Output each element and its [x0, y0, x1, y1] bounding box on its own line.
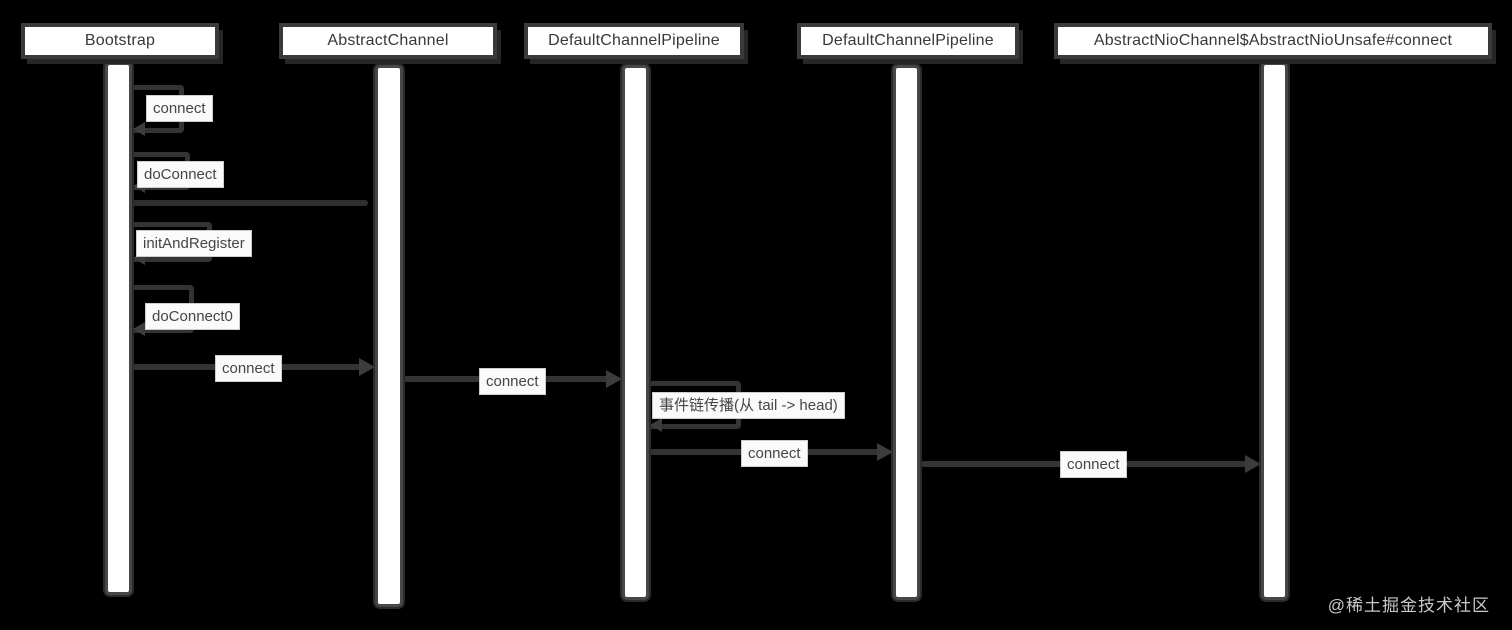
participant-header: Bootstrap	[25, 27, 215, 55]
message-label: connect	[1060, 451, 1127, 478]
message-label: connect	[741, 440, 808, 467]
activation-bar	[375, 65, 403, 607]
message-label: connect	[479, 368, 546, 395]
participant-name: Bootstrap	[84, 32, 156, 49]
participant-header: DefaultChannelPipeline	[528, 27, 740, 55]
activation-bar	[622, 65, 649, 600]
arrow-head	[359, 358, 375, 376]
message-label: connect	[146, 95, 213, 122]
watermark: @稀土掘金技术社区	[1327, 596, 1490, 615]
arrow-head	[1245, 455, 1261, 473]
message-label: doConnect	[137, 161, 224, 188]
message-label: connect	[215, 355, 282, 382]
arrow-head	[606, 370, 622, 388]
activation-bar	[1261, 62, 1288, 600]
message-label: 事件链传播(从 tail -> head)	[652, 392, 845, 419]
participant-header: AbstractChannel	[283, 27, 493, 55]
message-line	[132, 200, 368, 206]
participant-name: AbstractNioChannel$AbstractNioUnsafe#con…	[1093, 32, 1453, 49]
participant-name: AbstractChannel	[327, 32, 449, 49]
arrow-head	[650, 418, 662, 432]
arrow-head	[133, 122, 145, 136]
activation-bar	[105, 62, 132, 595]
arrow-head	[877, 443, 893, 461]
participant-header: DefaultChannelPipeline	[801, 27, 1015, 55]
arrow-head	[133, 322, 145, 336]
message-label: doConnect0	[145, 303, 240, 330]
participant-header: AbstractNioChannel$AbstractNioUnsafe#con…	[1058, 27, 1488, 55]
participant-name: DefaultChannelPipeline	[548, 32, 720, 49]
message-label: initAndRegister	[136, 230, 252, 257]
participant-name: DefaultChannelPipeline	[822, 32, 994, 49]
activation-bar	[893, 65, 920, 600]
